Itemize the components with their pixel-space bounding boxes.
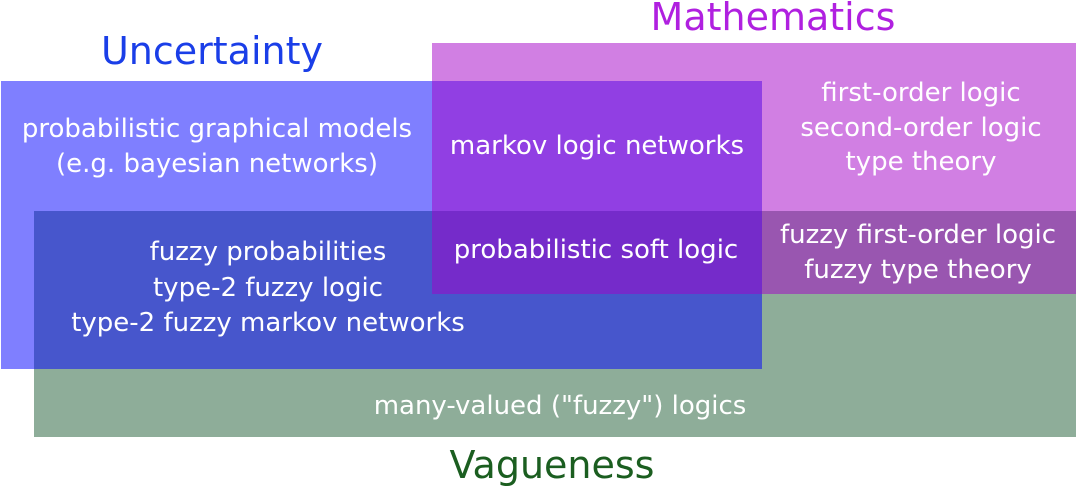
mathematics-only-line3: type theory [846, 147, 997, 177]
vagueness-only-line1: many-valued ("fuzzy") logics [374, 391, 747, 421]
mathematics-only-line2: second-order logic [800, 113, 1041, 143]
uncertainty-only-line1: probabilistic graphical models [22, 114, 412, 144]
mathematics-title: Mathematics [651, 0, 896, 39]
uncertainty-title: Uncertainty [101, 29, 323, 73]
all-three-line1: probabilistic soft logic [454, 235, 738, 265]
mathematics-vagueness-line1: fuzzy first-order logic [780, 220, 1056, 250]
uncertainty-vagueness-line1: fuzzy probabilities [150, 237, 387, 267]
mathematics-only-line1: first-order logic [821, 78, 1020, 108]
vagueness-title: Vagueness [450, 443, 655, 487]
mathematics-set [432, 43, 1076, 294]
uncertainty-mathematics-line1: markov logic networks [450, 131, 744, 161]
mathematics-vagueness-line2: fuzzy type theory [804, 255, 1032, 285]
uncertainty-vagueness-line2: type-2 fuzzy logic [153, 273, 383, 303]
uncertainty-only-line2: (e.g. bayesian networks) [56, 149, 378, 179]
uncertainty-vagueness-line3: type-2 fuzzy markov networks [71, 308, 465, 338]
